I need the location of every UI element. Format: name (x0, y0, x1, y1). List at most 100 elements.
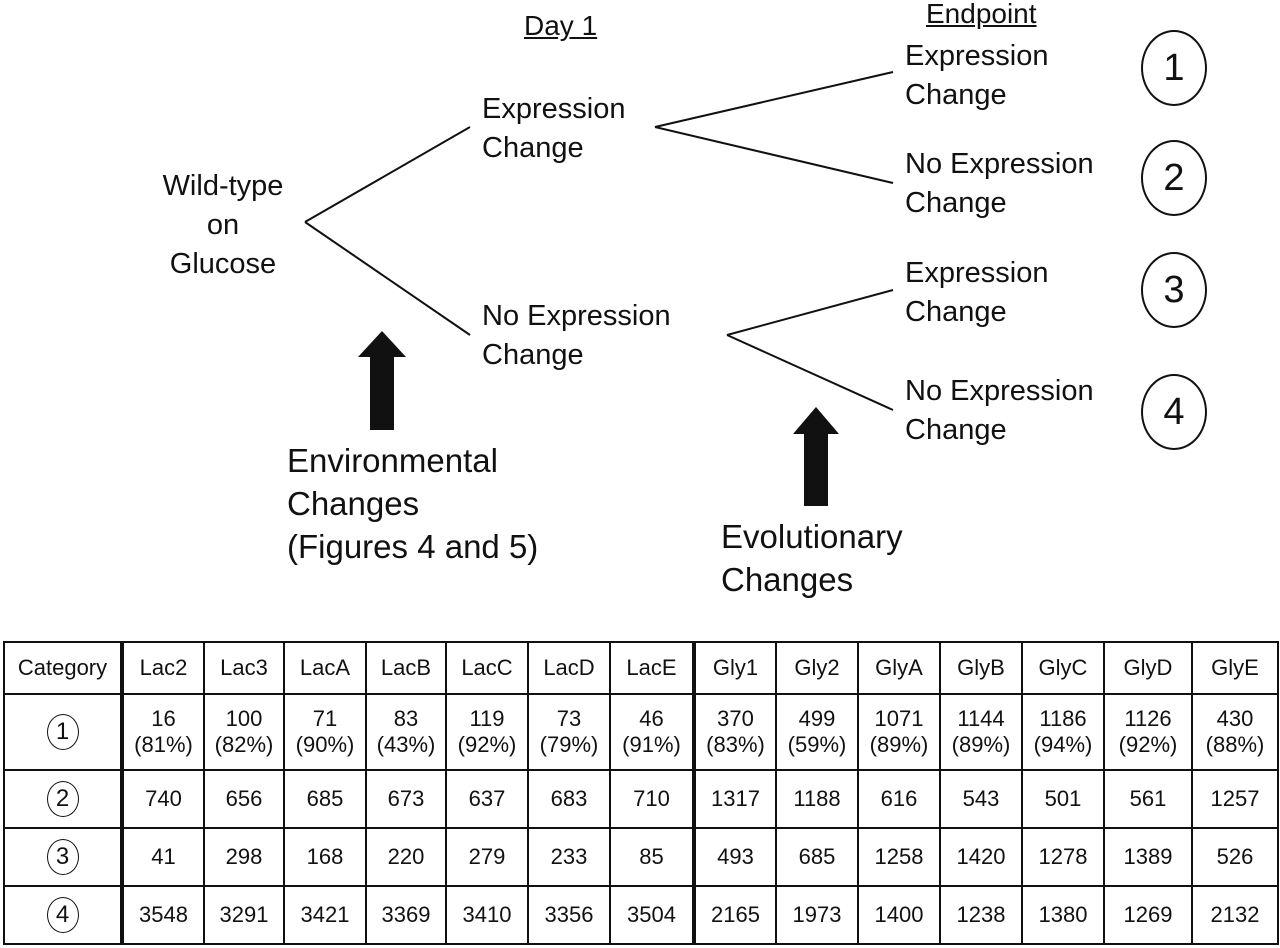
cell-count: 1973 (792, 902, 842, 927)
table-cell: 2132 (1191, 885, 1279, 945)
cell-count: 740 (145, 786, 182, 811)
table-cell: 1071(89%) (857, 693, 941, 771)
category-number: 2 (46, 781, 79, 817)
cell-count: 1317 (711, 786, 760, 811)
cell-count: 233 (550, 844, 588, 869)
cell-count: 710 (633, 786, 670, 811)
cell-percent: (89%) (951, 732, 1011, 757)
cell-count: 1126 (1124, 706, 1172, 731)
category-cell: 1 (3, 693, 123, 771)
cell-count: 1258 (874, 844, 924, 869)
cell-count: 3356 (544, 902, 594, 927)
table-cell: 1973 (775, 885, 859, 945)
table-cell: 16(81%) (120, 693, 205, 771)
category-circle-1: 1 (1141, 30, 1207, 106)
tree-connectors (304, 71, 894, 506)
cell-count: 1380 (1038, 902, 1088, 927)
table-cell: 3548 (120, 885, 205, 945)
table-cell: 3356 (527, 885, 611, 945)
endpoint-1-node: Expression Change (905, 37, 1048, 115)
table-cell: 73(79%) (527, 693, 611, 771)
category-circle-4: 4 (1141, 374, 1207, 450)
table-cell: 561 (1103, 769, 1193, 829)
table-cell: 3410 (445, 885, 529, 945)
cell-count: 430 (1216, 706, 1254, 731)
cell-count: 1238 (956, 902, 1006, 927)
table-cell: 85 (609, 827, 695, 887)
table-cell: 685 (283, 769, 367, 829)
table-cell: 1188 (775, 769, 859, 829)
table-cell: 499(59%) (775, 693, 859, 771)
cell-count: 1400 (874, 902, 924, 927)
table-cell: 279 (445, 827, 529, 887)
column-header: GlyE (1191, 641, 1279, 695)
cell-count: 561 (1129, 786, 1167, 811)
cell-count: 685 (306, 786, 344, 811)
cell-count: 1420 (956, 844, 1006, 869)
end1-line-2: Change (905, 79, 1007, 111)
cell-percent: (81%) (134, 732, 193, 757)
branch-noexpr-to-end4 (726, 334, 894, 411)
cell-count: 3369 (381, 902, 431, 927)
table-cell: 526 (1191, 827, 1279, 887)
table-cell: 220 (365, 827, 447, 887)
cell-count: 493 (717, 844, 754, 869)
table-cell: 1400 (857, 885, 941, 945)
cell-count: 83 (393, 706, 419, 731)
day1-expression-node: Expression Change (482, 90, 625, 168)
branch-root-to-noexpr (304, 221, 471, 336)
category-circle-2: 2 (1141, 140, 1207, 216)
endpoint-3-node: Expression Change (905, 254, 1048, 332)
end4-line-1: No Expression (905, 375, 1094, 407)
cell-count: 71 (312, 706, 338, 731)
category-number: 1 (46, 714, 79, 750)
cell-percent: (92%) (1118, 732, 1178, 757)
column-header: Category (3, 641, 123, 695)
table-cell: 1269 (1103, 885, 1193, 945)
cell-percent: (89%) (869, 732, 929, 757)
column-header: LacD (527, 641, 611, 695)
day1-noexpr-line-2: Change (482, 339, 584, 371)
table-cell: 83(43%) (365, 693, 447, 771)
table-cell: 1389 (1103, 827, 1193, 887)
cell-percent: (90%) (295, 732, 355, 757)
cell-count: 41 (151, 844, 176, 869)
cell-count: 673 (387, 786, 425, 811)
branch-expr-to-end2 (654, 126, 894, 184)
table-cell: 710 (609, 769, 695, 829)
cell-percent: (79%) (539, 732, 599, 757)
cell-count: 637 (468, 786, 506, 811)
table-cell: 493 (692, 827, 777, 887)
cell-count: 3421 (300, 902, 350, 927)
table-cell: 1258 (857, 827, 941, 887)
table-cell: 2165 (692, 885, 777, 945)
cell-count: 298 (225, 844, 263, 869)
cell-count: 100 (225, 706, 263, 731)
table-cell: 3291 (203, 885, 285, 945)
cell-count: 1389 (1123, 844, 1173, 869)
cell-percent: (82%) (214, 732, 274, 757)
table-cell: 3369 (365, 885, 447, 945)
cell-percent: (92%) (457, 732, 517, 757)
evo-line-1: Evolutionary (721, 518, 903, 555)
day1-noexpr-line-1: No Expression (482, 300, 671, 332)
cell-percent: (83%) (706, 732, 765, 757)
table-cell: 673 (365, 769, 447, 829)
table-cell: 683 (527, 769, 611, 829)
cell-count: 1257 (1210, 786, 1260, 811)
end1-line-1: Expression (905, 40, 1049, 72)
category-cell: 2 (3, 769, 123, 829)
table-cell: 1257 (1191, 769, 1279, 829)
table-cell: 46(91%) (609, 693, 695, 771)
column-header: Gly1 (692, 641, 777, 695)
category-number: 4 (46, 897, 79, 933)
branch-expr-to-end1 (654, 71, 894, 128)
end4-line-2: Change (905, 414, 1007, 446)
cell-count: 279 (468, 844, 506, 869)
table-cell: 543 (939, 769, 1023, 829)
cell-count: 3291 (219, 902, 269, 927)
cell-percent: (59%) (787, 732, 847, 757)
column-header: GlyB (939, 641, 1023, 695)
